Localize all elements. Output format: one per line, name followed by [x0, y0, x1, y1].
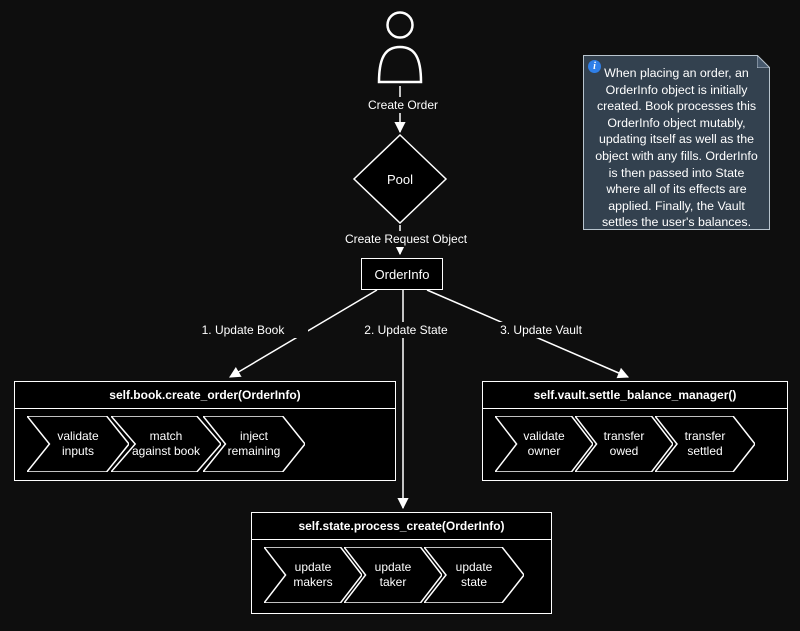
note-box: i When placing an order, an OrderInfo ob… [583, 55, 770, 230]
step-chevron-update-makers: update makers [264, 547, 362, 603]
chevron-shape [495, 416, 593, 472]
chevron-shape [27, 416, 129, 472]
step-label: inject remaining [227, 429, 281, 458]
edge-label-update-state: 2. Update State [340, 322, 472, 338]
step-label: update makers [293, 560, 333, 589]
chevron-shape [111, 416, 221, 472]
user-actor-icon [377, 11, 423, 84]
edge-label-update-vault: 3. Update Vault [475, 322, 607, 338]
note-text: When placing an order, an OrderInfo obje… [595, 66, 758, 230]
step-chevron-validate-inputs: validate inputs [27, 416, 129, 472]
chevron-shape [575, 416, 673, 472]
step-chevron-update-taker: update taker [344, 547, 442, 603]
process-box-state: self.state.process_create(OrderInfo) upd… [251, 512, 552, 614]
orderinfo-node: OrderInfo [361, 258, 443, 290]
process-title-vault: self.vault.settle_balance_manager() [483, 382, 787, 409]
step-label: update taker [374, 560, 412, 589]
edge-label-create-request-object: Create Request Object [330, 231, 482, 247]
chevron-shape [344, 547, 442, 603]
step-label: validate inputs [57, 429, 99, 458]
step-chevron-inject-remaining: inject remaining [203, 416, 305, 472]
orderinfo-label: OrderInfo [374, 266, 430, 282]
chevron-shape [655, 416, 755, 472]
chevron-shape [203, 416, 305, 472]
steps-row-book: validate inputs match against book injec… [15, 409, 395, 472]
step-label: update state [455, 560, 493, 589]
steps-row-state: update makers update taker update state [252, 540, 551, 603]
pool-decision-node: Pool [352, 134, 448, 224]
steps-row-vault: validate owner transfer owed transfer se… [483, 409, 787, 472]
process-title-book: self.book.create_order(OrderInfo) [15, 382, 395, 409]
edge-label-update-book: 1. Update Book [178, 322, 308, 338]
step-label: transfer settled [684, 429, 726, 458]
step-chevron-transfer-owed: transfer owed [575, 416, 673, 472]
chevron-shape [424, 547, 524, 603]
process-box-vault: self.vault.settle_balance_manager() vali… [482, 381, 788, 481]
process-title-state: self.state.process_create(OrderInfo) [252, 513, 551, 540]
step-chevron-update-state: update state [424, 547, 524, 603]
diamond-shape [352, 134, 448, 224]
process-box-book: self.book.create_order(OrderInfo) valida… [14, 381, 396, 481]
pool-label: Pool [386, 171, 414, 187]
step-label: match against book [131, 429, 201, 458]
step-chevron-transfer-settled: transfer settled [655, 416, 755, 472]
chevron-shape [264, 547, 362, 603]
edge-label-create-order: Create Order [352, 97, 454, 113]
step-label: transfer owed [603, 429, 645, 458]
info-icon: i [588, 60, 601, 73]
step-label: validate owner [523, 429, 565, 458]
step-chevron-match-against-book: match against book [111, 416, 221, 472]
step-chevron-validate-owner: validate owner [495, 416, 593, 472]
note-fold-icon [757, 55, 770, 68]
